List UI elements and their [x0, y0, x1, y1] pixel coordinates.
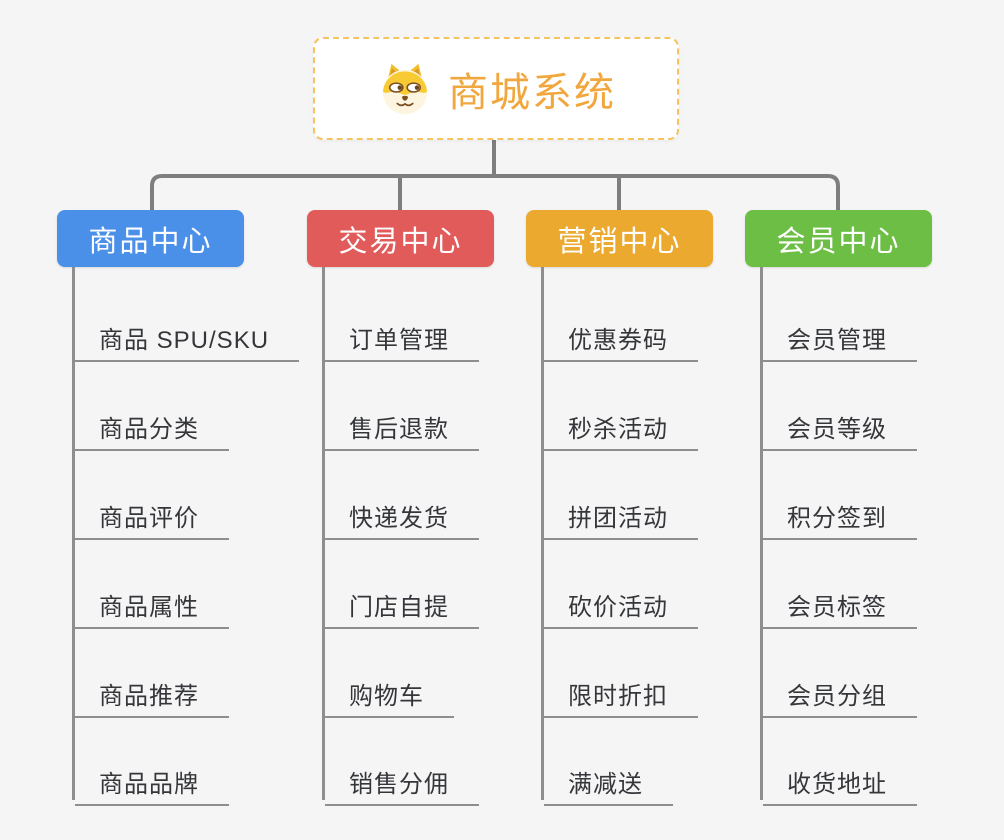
- child-topic-label: 商品品牌: [99, 771, 199, 798]
- child-topic[interactable]: 商品评价: [75, 491, 229, 540]
- child-topic[interactable]: 积分签到: [763, 491, 917, 540]
- branch-column-product-center: 商品 SPU/SKU 商品分类商品评价商品属性商品推荐商品品牌: [72, 267, 325, 806]
- root-node[interactable]: 商城系统: [313, 37, 679, 140]
- branch-label: 商品中心: [88, 225, 213, 258]
- child-topic-label: 拼团活动: [568, 505, 668, 532]
- branch-column-trade-center: 订单管理售后退款快递发货门店自提购物车销售分佣: [322, 267, 575, 806]
- child-topic-label: 优惠券码: [568, 327, 668, 354]
- child-topic[interactable]: 门店自提: [325, 580, 479, 629]
- child-topic[interactable]: 商品属性: [75, 580, 229, 629]
- child-topic[interactable]: 商品分类: [75, 402, 229, 451]
- child-topic[interactable]: 优惠券码: [544, 313, 698, 362]
- child-topic-label: 售后退款: [349, 416, 449, 443]
- child-topic-label: 商品 SPU/SKU: [99, 327, 270, 354]
- child-topic-label: 销售分佣: [349, 771, 449, 798]
- child-topic-label: 会员等级: [787, 416, 887, 443]
- child-topic-label: 收货地址: [787, 771, 887, 798]
- child-topic-label: 积分签到: [787, 505, 887, 532]
- child-topic-label: 门店自提: [349, 594, 449, 621]
- branch-label: 营销中心: [557, 225, 682, 258]
- child-topic-label: 购物车: [349, 683, 424, 710]
- child-topic-label: 满减送: [568, 771, 643, 798]
- child-topic-label: 会员管理: [787, 327, 887, 354]
- branch-node-marketing-center[interactable]: 营销中心: [526, 210, 713, 267]
- branch-column-marketing-center: 优惠券码秒杀活动拼团活动砍价活动限时折扣满减送: [541, 267, 794, 806]
- child-topic-label: 砍价活动: [568, 594, 668, 621]
- child-topic-label: 订单管理: [349, 327, 449, 354]
- branch-rail-line: [150, 174, 840, 210]
- child-topic[interactable]: 快递发货: [325, 491, 479, 540]
- child-topic[interactable]: 购物车: [325, 669, 454, 718]
- branch-node-product-center[interactable]: 商品中心: [57, 210, 244, 267]
- branch-node-member-center[interactable]: 会员中心: [745, 210, 932, 267]
- child-topic[interactable]: 拼团活动: [544, 491, 698, 540]
- child-topic[interactable]: 秒杀活动: [544, 402, 698, 451]
- child-topic[interactable]: 会员管理: [763, 313, 917, 362]
- child-topic[interactable]: 会员标签: [763, 580, 917, 629]
- dog-face-icon: [382, 63, 428, 114]
- child-topic[interactable]: 满减送: [544, 757, 673, 806]
- child-topic-label: 商品属性: [99, 594, 199, 621]
- branch-label: 交易中心: [338, 225, 463, 258]
- child-topic[interactable]: 收货地址: [763, 757, 917, 806]
- child-topic[interactable]: 会员等级: [763, 402, 917, 451]
- child-topic[interactable]: 订单管理: [325, 313, 479, 362]
- branch-node-trade-center[interactable]: 交易中心: [307, 210, 494, 267]
- child-topic-label: 商品分类: [99, 416, 199, 443]
- child-topic[interactable]: 会员分组: [763, 669, 917, 718]
- child-topic-label: 商品推荐: [99, 683, 199, 710]
- branch-label: 会员中心: [776, 225, 901, 258]
- child-topic[interactable]: 销售分佣: [325, 757, 479, 806]
- child-topic[interactable]: 砍价活动: [544, 580, 698, 629]
- child-topic-label: 秒杀活动: [568, 416, 668, 443]
- child-topic-label: 快递发货: [349, 505, 449, 532]
- child-topic-label: 会员分组: [787, 683, 887, 710]
- child-topic[interactable]: 限时折扣: [544, 669, 698, 718]
- child-topic[interactable]: 商品品牌: [75, 757, 229, 806]
- child-topic[interactable]: 商品推荐: [75, 669, 229, 718]
- branch-column-member-center: 会员管理会员等级积分签到会员标签会员分组收货地址: [760, 267, 1004, 806]
- child-topic[interactable]: 售后退款: [325, 402, 479, 451]
- child-topic-label: 限时折扣: [568, 683, 668, 710]
- child-topic-label: 会员标签: [787, 594, 887, 621]
- child-topic-label: 商品评价: [99, 505, 199, 532]
- child-topic[interactable]: 商品 SPU/SKU: [75, 313, 300, 362]
- root-label: 商城系统: [448, 70, 616, 115]
